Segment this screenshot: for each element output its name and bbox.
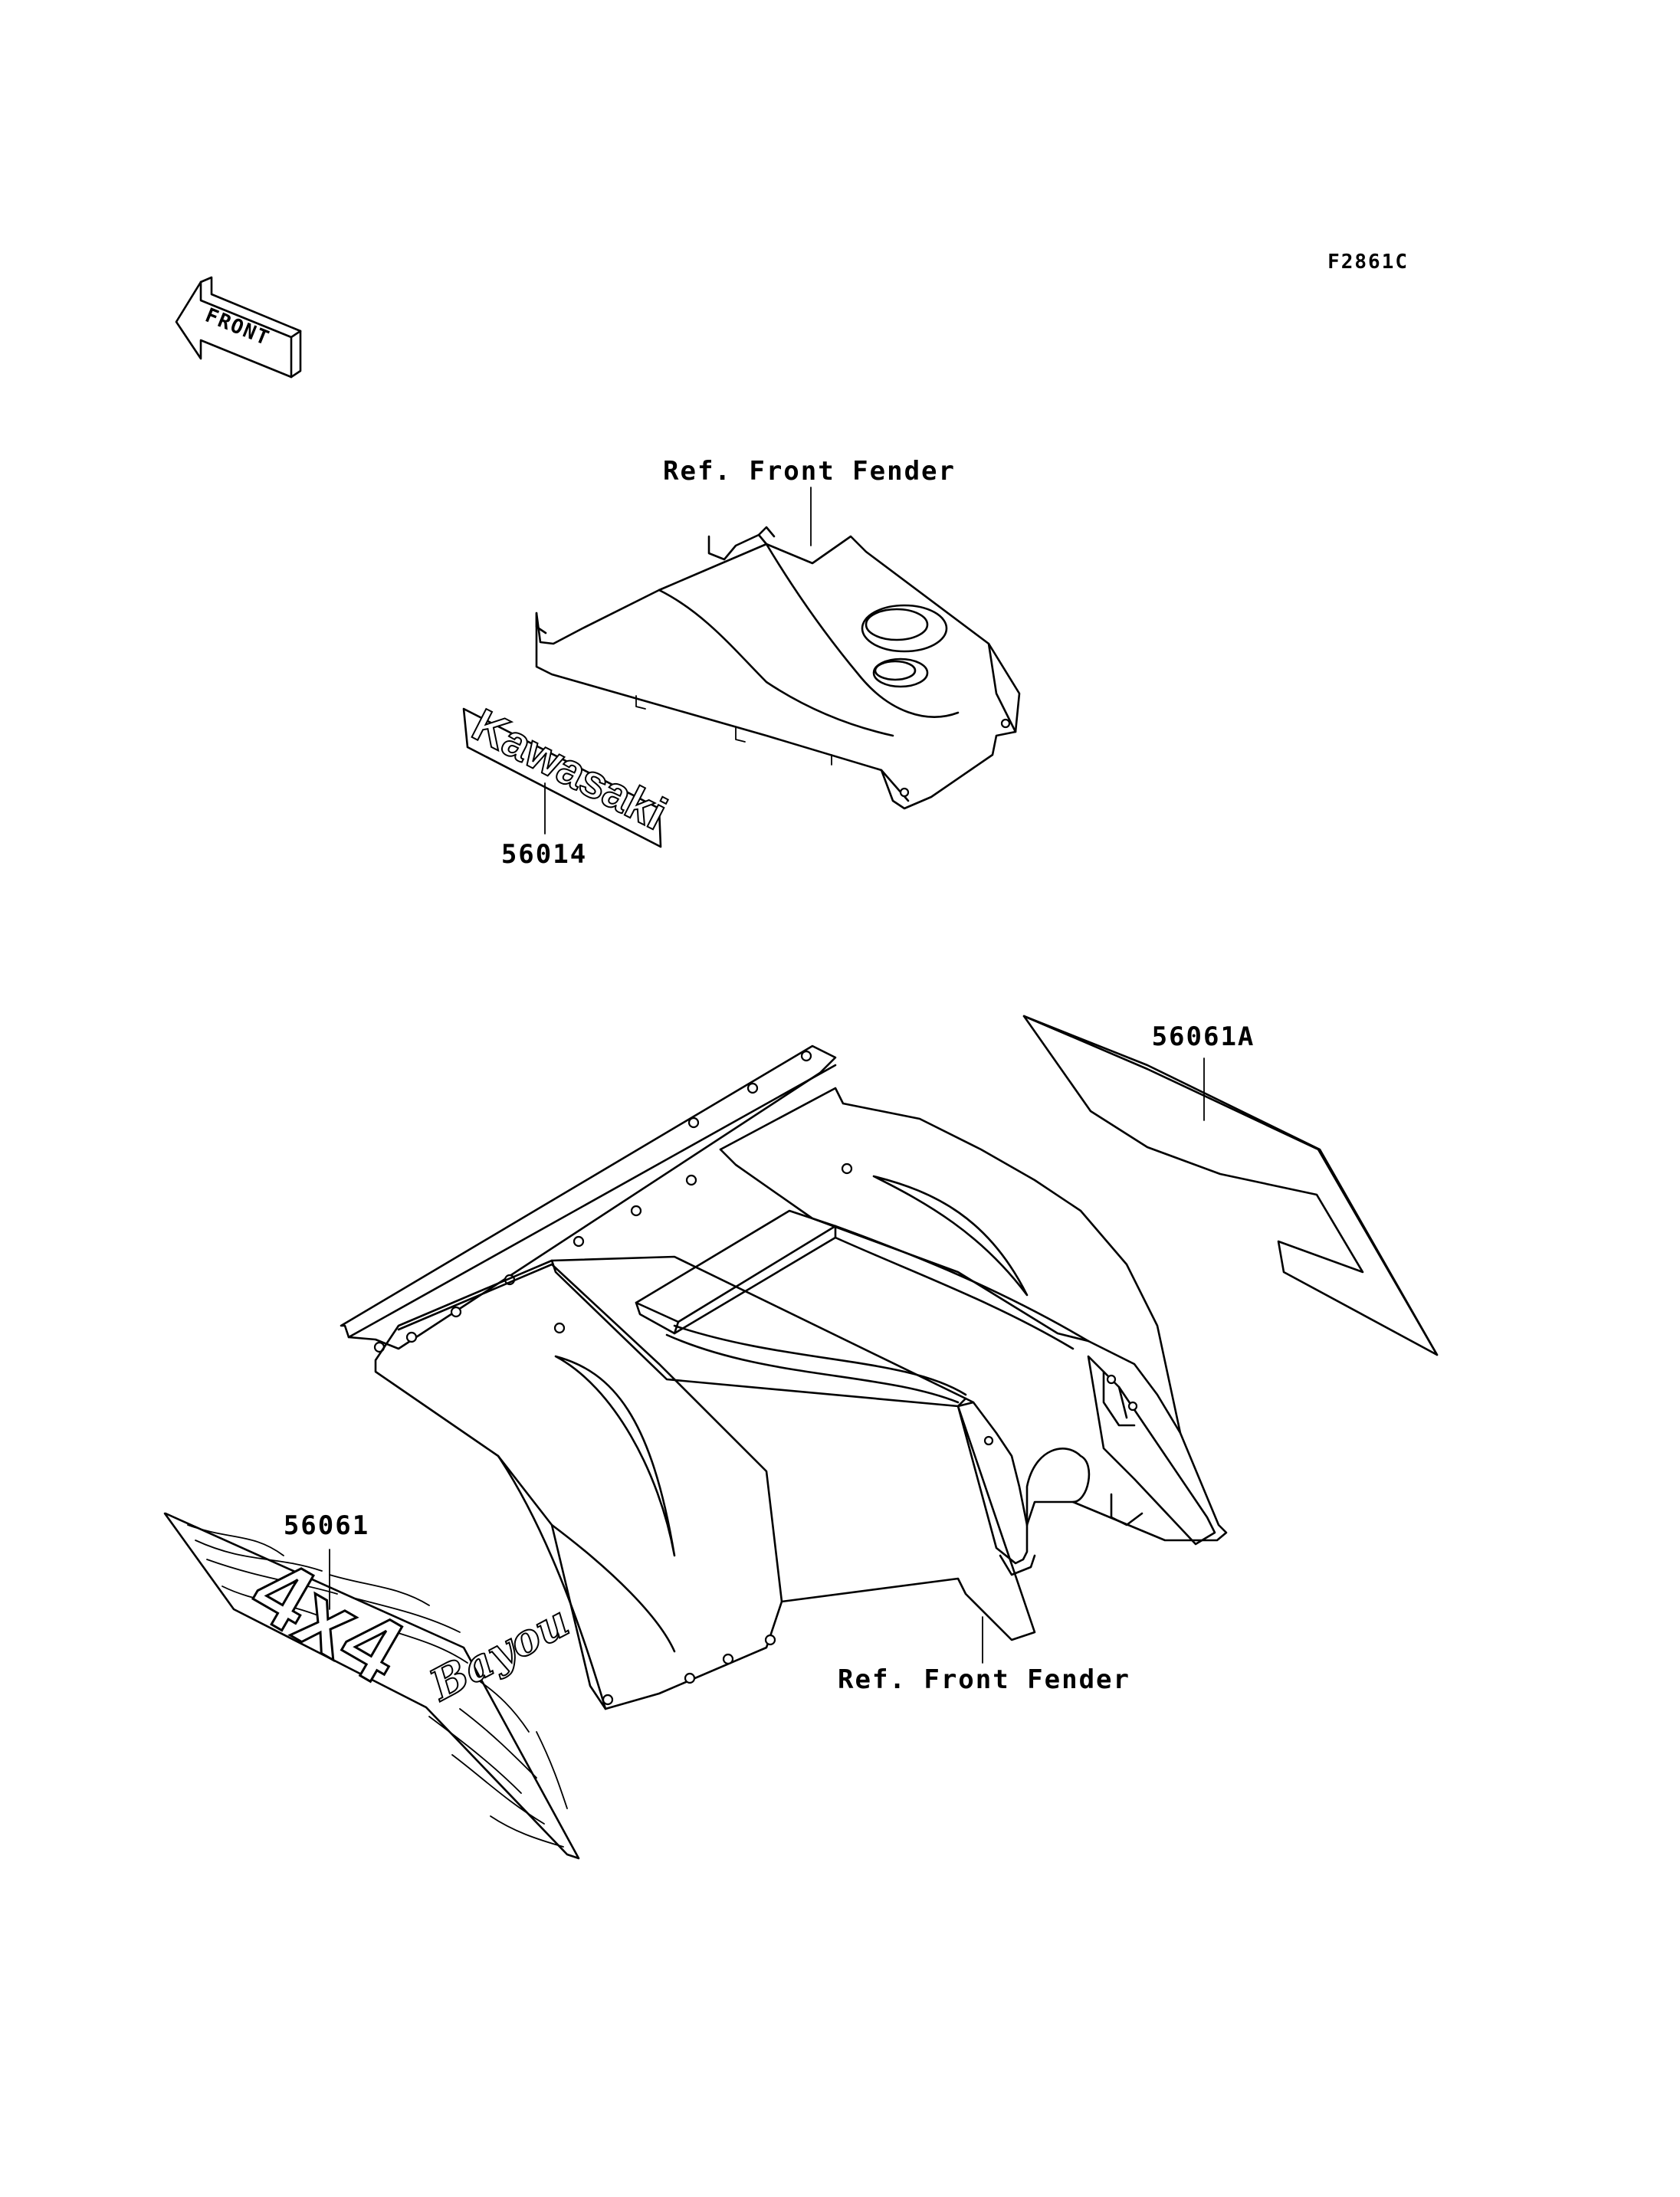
fender-lower [340,1044,1228,1710]
front-arrow-icon: FRONT [175,276,302,379]
front-arrow-label: FRONT [202,304,273,351]
side-decal-left: 4x4 Bayou [163,1512,580,1860]
side-decal-left-4x4-lettering: 4x4 [235,1537,420,1703]
figure-code: F2861C [1327,251,1409,274]
bottom-fender-ref-label: Ref. Front Fender [838,1664,1130,1695]
kawasaki-decal-lettering: Kawasaki [464,699,674,840]
side-decal-right [1022,1015,1439,1356]
kawasaki-decal: Kawasaki [462,698,675,848]
kawasaki-decal-part-number: 56014 [501,839,587,870]
side-decal-right-part-number: 56061A [1152,1021,1255,1052]
top-fender-ref-label: Ref. Front Fender [663,456,956,487]
side-decal-left-part-number: 56061 [284,1510,369,1541]
front-fender-upper [535,526,1021,810]
side-decal-left-model-lettering: Bayou [421,1596,577,1711]
